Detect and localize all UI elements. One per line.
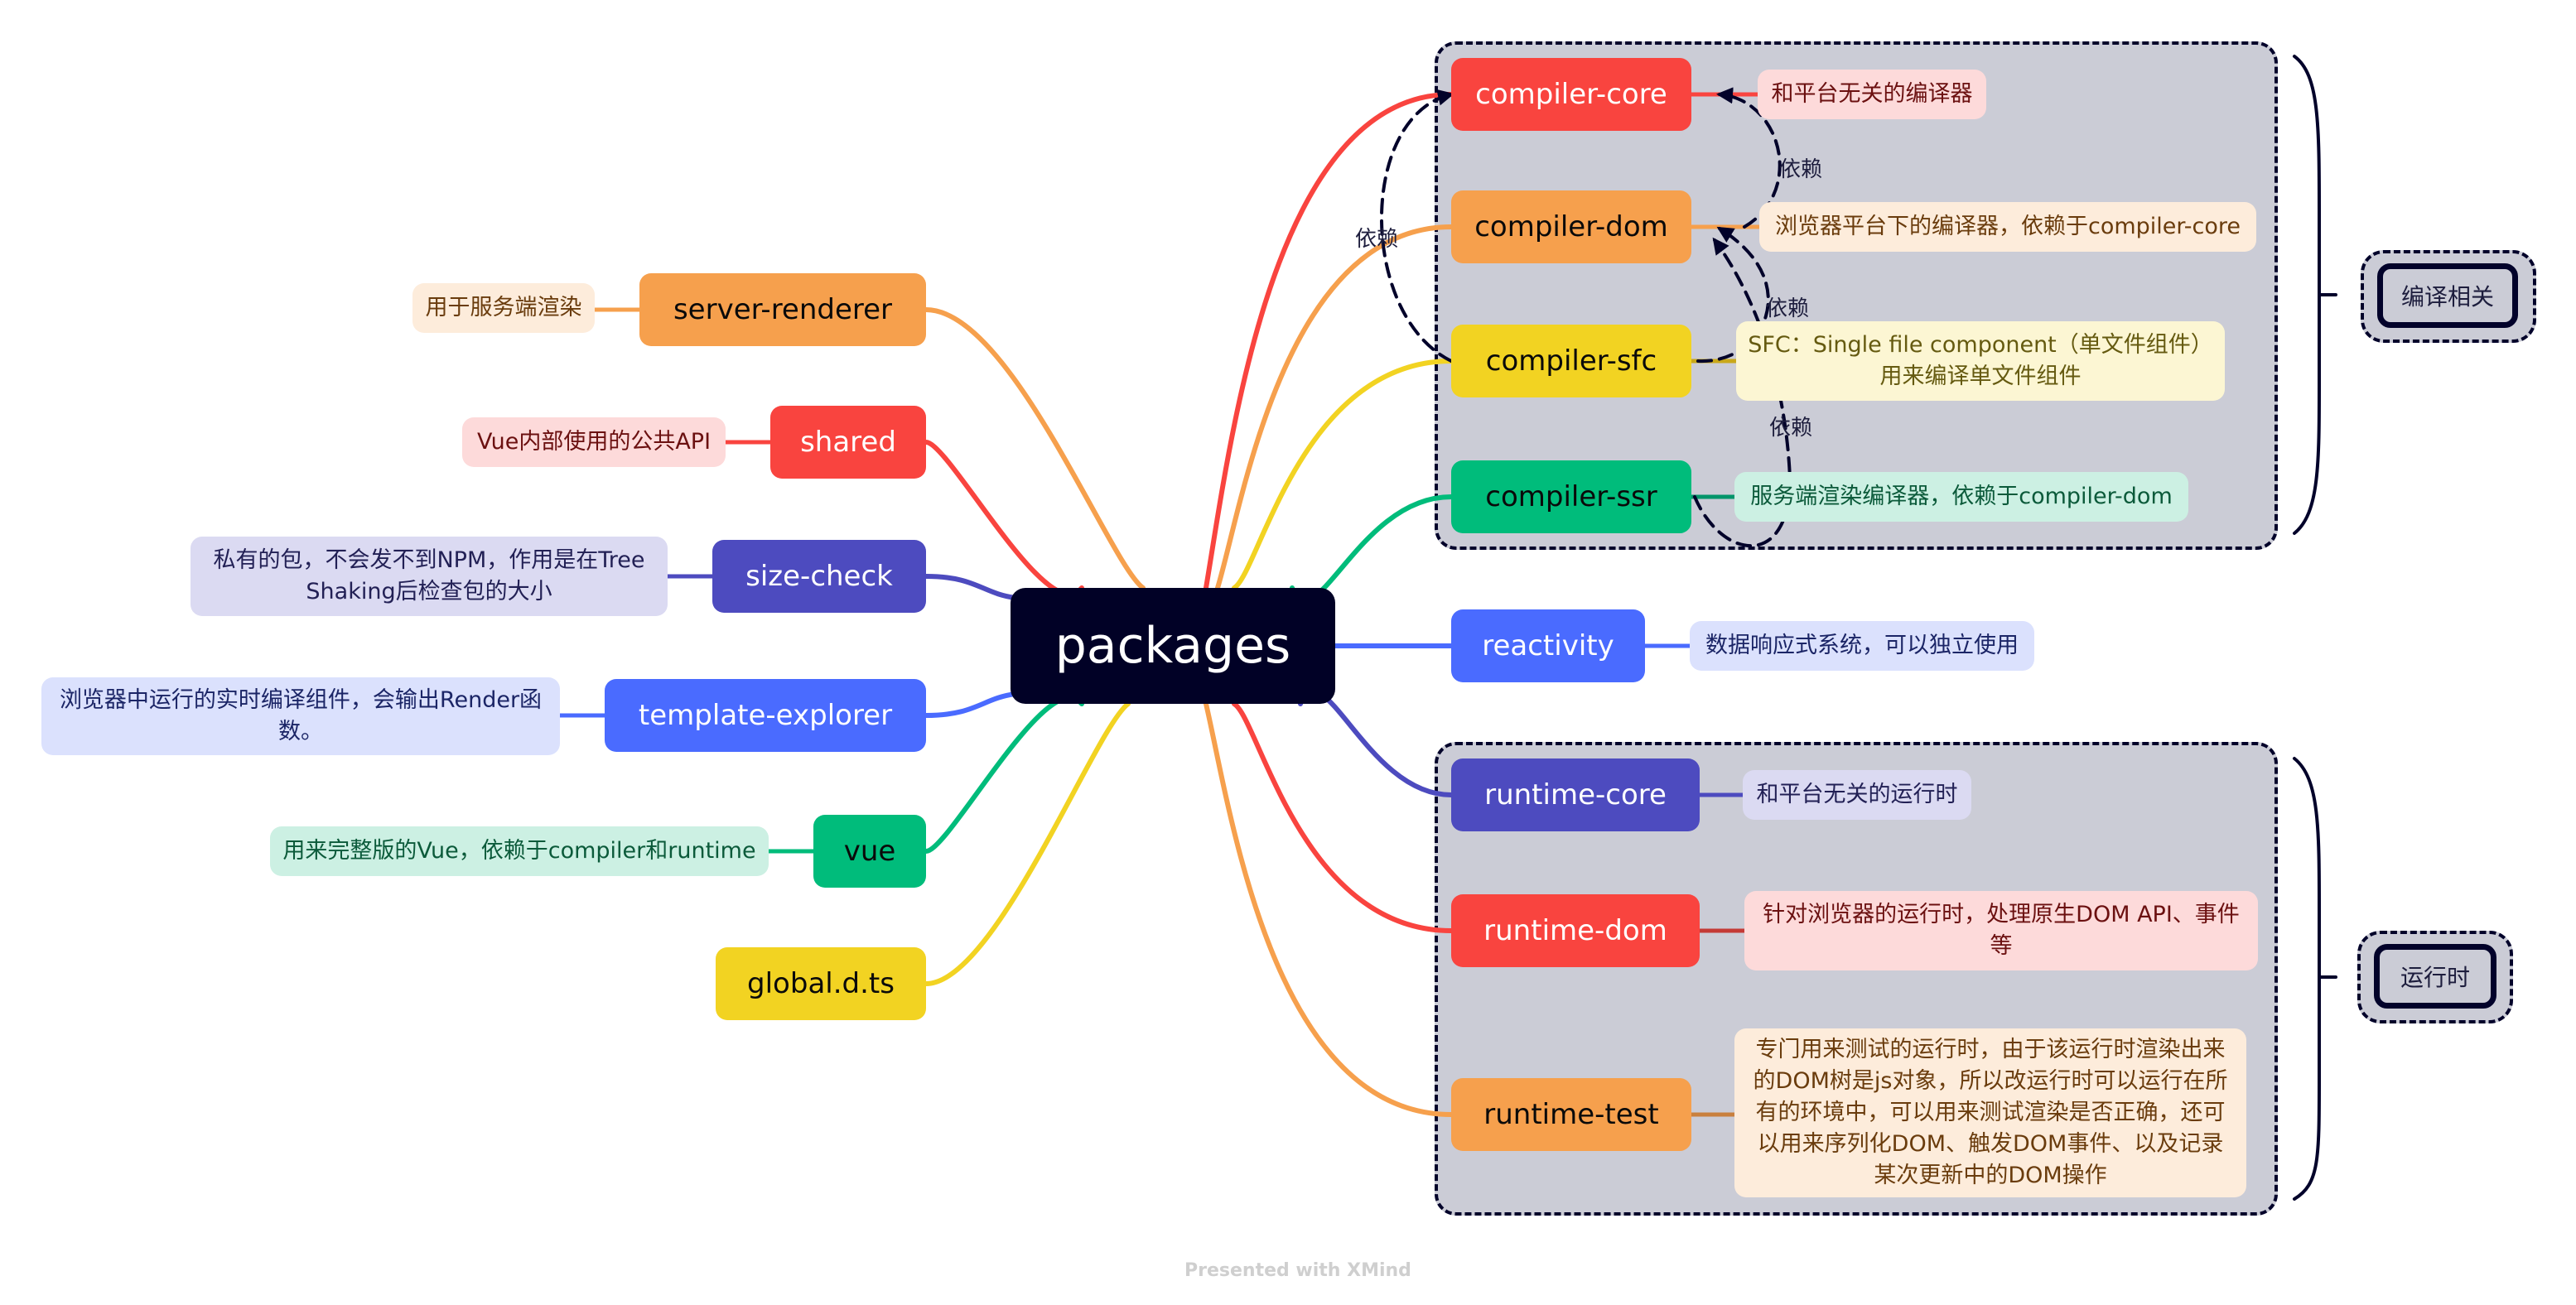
note-line: 某次更新中的DOM操作 <box>1874 1163 2107 1188</box>
relationship-label: 依赖 <box>1355 227 1399 252</box>
note-line: 以用来序列化DOM、触发DOM事件、以及记录 <box>1757 1131 2224 1157</box>
note-line: 专门用来测试的运行时，由于该运行时渲染出来 <box>1755 1037 2226 1062</box>
summary-bracket-compile <box>2293 55 2337 535</box>
branch-line-compiler-dom <box>1215 224 1454 590</box>
topic-reactivity[interactable]: reactivity <box>1451 609 1645 682</box>
note-line: 用来编译单文件组件 <box>1879 364 2082 389</box>
note-runtime-core: 和平台无关的运行时 <box>1743 770 1971 820</box>
branch-line-size-check <box>924 574 1018 600</box>
note-line: 针对浏览器的运行时，处理原生DOM API、事件 <box>1763 902 2240 927</box>
note-line: 浏览器中运行的实时编译组件，会输出Render函 <box>59 687 543 713</box>
note-line: 有的环境中，可以用来测试渲染是否正确，还可 <box>1755 1100 2226 1125</box>
relationship-sfc-to-core <box>1380 89 1454 363</box>
note-line: SFC：Single file component（单文件组件） <box>1748 332 2213 358</box>
topic-server-renderer[interactable]: server-renderer <box>639 273 926 346</box>
note-template-explorer: 浏览器中运行的实时编译组件，会输出Render函 数。 <box>41 677 560 755</box>
note-line: 的DOM树是js对象，所以改运行时可以运行在所 <box>1753 1068 2228 1094</box>
topic-vue[interactable]: vue <box>813 815 926 888</box>
note-server-renderer: 用于服务端渲染 <box>412 283 595 333</box>
branch-line-runtime-test <box>1204 701 1454 1117</box>
topic-compiler-dom[interactable]: compiler-dom <box>1451 190 1691 263</box>
note-line: 数。 <box>278 719 323 744</box>
branch-line-template-explorer <box>924 691 1018 718</box>
branch-line-shared <box>924 440 1084 597</box>
topic-compiler-sfc[interactable]: compiler-sfc <box>1451 325 1691 397</box>
note-size-check: 私有的包，不会发不到NPM，作用是在Tree Shaking后检查包的大小 <box>191 537 668 616</box>
branch-line-runtime-dom <box>1232 701 1454 933</box>
topic-size-check[interactable]: size-check <box>712 540 926 613</box>
topic-runtime-test[interactable]: runtime-test <box>1451 1078 1691 1151</box>
branch-line-vue <box>924 695 1084 854</box>
note-vue: 用来完整版的Vue，依赖于compiler和runtime <box>270 826 769 876</box>
note-compiler-dom: 浏览器平台下的编译器，依赖于compiler-core <box>1759 202 2256 252</box>
note-shared: Vue内部使用的公共API <box>462 417 726 467</box>
topic-runtime-core[interactable]: runtime-core <box>1451 758 1700 831</box>
relationship-label: 依赖 <box>1769 416 1813 441</box>
topic-shared[interactable]: shared <box>770 406 926 479</box>
summary-runtime-label[interactable]: 运行时 <box>2374 944 2496 1009</box>
relationship-label: 依赖 <box>1779 157 1823 182</box>
note-reactivity: 数据响应式系统，可以独立使用 <box>1690 621 2034 671</box>
branch-line-compiler-ssr <box>1290 494 1454 603</box>
relationship-ssr-to-dom <box>1693 237 1792 548</box>
topic-compiler-ssr[interactable]: compiler-ssr <box>1451 460 1691 533</box>
topic-global-d-ts[interactable]: global.d.ts <box>716 947 926 1020</box>
note-runtime-test: 专门用来测试的运行时，由于该运行时渲染出来 的DOM树是js对象，所以改运行时可… <box>1734 1028 2246 1197</box>
branch-line-compiler-core <box>1204 92 1454 590</box>
relationship-label: 依赖 <box>1766 296 1810 321</box>
note-line: Shaking后检查包的大小 <box>306 579 552 604</box>
note-runtime-dom: 针对浏览器的运行时，处理原生DOM API、事件 等 <box>1744 891 2258 970</box>
topic-runtime-dom[interactable]: runtime-dom <box>1451 894 1700 967</box>
topic-compiler-core[interactable]: compiler-core <box>1451 58 1691 131</box>
branch-line-global-d-ts <box>924 701 1131 986</box>
relationship-sfc-to-dom <box>1696 226 1770 364</box>
note-compiler-sfc: SFC：Single file component（单文件组件） 用来编译单文件… <box>1736 321 2225 401</box>
xmind-watermark: Presented with XMind <box>1184 1260 1411 1281</box>
note-line: 等 <box>1990 933 2013 959</box>
root-topic-packages[interactable]: packages <box>1011 588 1335 704</box>
note-compiler-core: 和平台无关的编译器 <box>1758 70 1986 119</box>
topic-template-explorer[interactable]: template-explorer <box>605 679 926 752</box>
branch-line-server-renderer <box>924 307 1146 590</box>
branch-line-runtime-core <box>1298 689 1454 797</box>
summary-bracket-runtime <box>2293 757 2337 1201</box>
summary-compile-label[interactable]: 编译相关 <box>2377 263 2518 328</box>
branch-line-compiler-sfc <box>1232 359 1454 590</box>
note-line: 私有的包，不会发不到NPM，作用是在Tree <box>213 547 645 573</box>
note-compiler-ssr: 服务端渲染编译器，依赖于compiler-dom <box>1734 472 2188 522</box>
